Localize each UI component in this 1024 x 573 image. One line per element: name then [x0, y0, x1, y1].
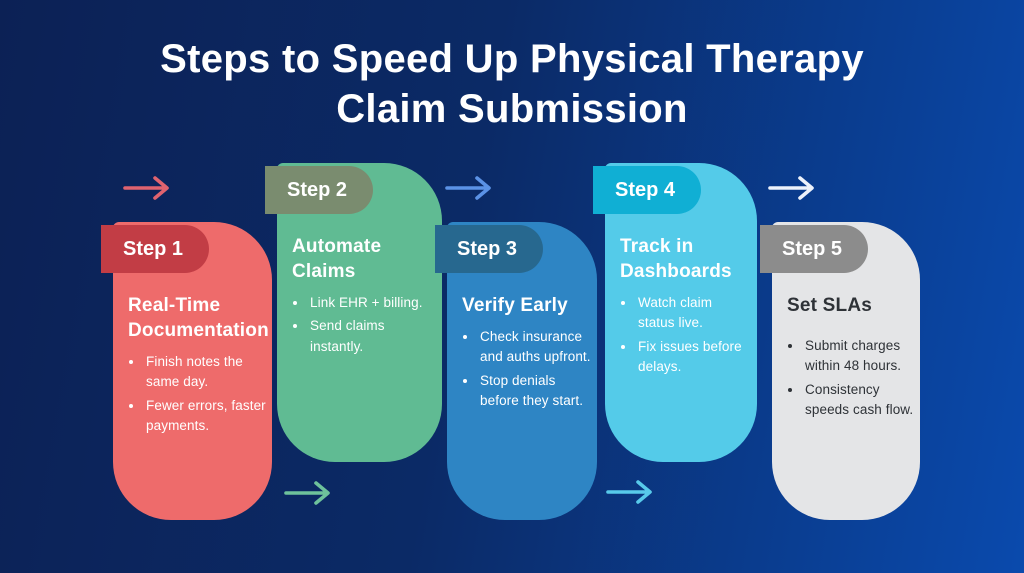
bullet-item: Link EHR + billing.	[308, 293, 437, 313]
step-4-card: Step 4 Track in Dashboards Watch claim s…	[593, 163, 757, 462]
step-2-heading: Automate Claims	[292, 236, 382, 283]
step-5-bullets: Submit charges within 48 hours. Consiste…	[787, 336, 915, 420]
step-2-card: Step 2 Automate Claims Link EHR + billin…	[265, 163, 442, 462]
page-title-line-2: Claim Submission	[336, 87, 688, 131]
step-1-badge: Step 1	[101, 225, 210, 273]
bullet-item: Consistency speeds cash flow.	[803, 380, 915, 421]
step-5-card: Step 5 Set SLAs Submit charges within 48…	[760, 222, 920, 520]
step-2-badge: Step 2	[265, 166, 374, 214]
bullet-item: Finish notes the same day.	[144, 352, 267, 393]
step-2-content: Automate Claims Link EHR + billing. Send…	[277, 163, 442, 357]
page-title: Steps to Speed Up Physical Therapy Claim…	[0, 34, 1024, 134]
step-1-heading: Real-Time Documentation	[128, 295, 269, 342]
right-arrow-icon	[122, 175, 174, 201]
step-3-badge: Step 3	[435, 225, 544, 273]
step-1-bullets: Finish notes the same day. Fewer errors,…	[128, 352, 267, 436]
bullet-item: Fewer errors, faster payments.	[144, 396, 267, 437]
step-5-heading: Set SLAs	[787, 295, 873, 316]
step-3-heading: Verify Early	[462, 295, 568, 316]
step-2-bullets: Link EHR + billing. Send claims instantl…	[292, 293, 437, 357]
right-arrow-icon	[767, 175, 819, 201]
step-3-card: Step 3 Verify Early Check insurance and …	[435, 222, 597, 520]
bullet-item: Submit charges within 48 hours.	[803, 336, 915, 377]
step-4-heading: Track in Dashboards	[620, 236, 732, 283]
bullet-item: Watch claim status live.	[636, 293, 752, 334]
step-3-bullets: Check insurance and auths upfront. Stop …	[462, 327, 592, 411]
bullet-item: Send claims instantly.	[308, 316, 437, 357]
bullet-item: Stop denials before they start.	[478, 371, 592, 412]
step-1-card: Step 1 Real-Time Documentation Finish no…	[101, 222, 272, 520]
right-arrow-icon	[444, 175, 496, 201]
step-5-content: Set SLAs Submit charges within 48 hours.…	[772, 222, 920, 420]
right-arrow-icon	[605, 479, 657, 505]
step-1-content: Real-Time Documentation Finish notes the…	[113, 222, 272, 436]
right-arrow-icon	[283, 480, 335, 506]
bullet-item: Check insurance and auths upfront.	[478, 327, 592, 368]
step-4-content: Track in Dashboards Watch claim status l…	[605, 163, 757, 377]
bullet-item: Fix issues before delays.	[636, 337, 752, 378]
step-5-badge: Step 5	[760, 225, 869, 273]
step-4-bullets: Watch claim status live. Fix issues befo…	[620, 293, 752, 377]
step-3-content: Verify Early Check insurance and auths u…	[447, 222, 597, 411]
page-title-line-1: Steps to Speed Up Physical Therapy	[160, 37, 864, 81]
step-4-badge: Step 4	[593, 166, 702, 214]
